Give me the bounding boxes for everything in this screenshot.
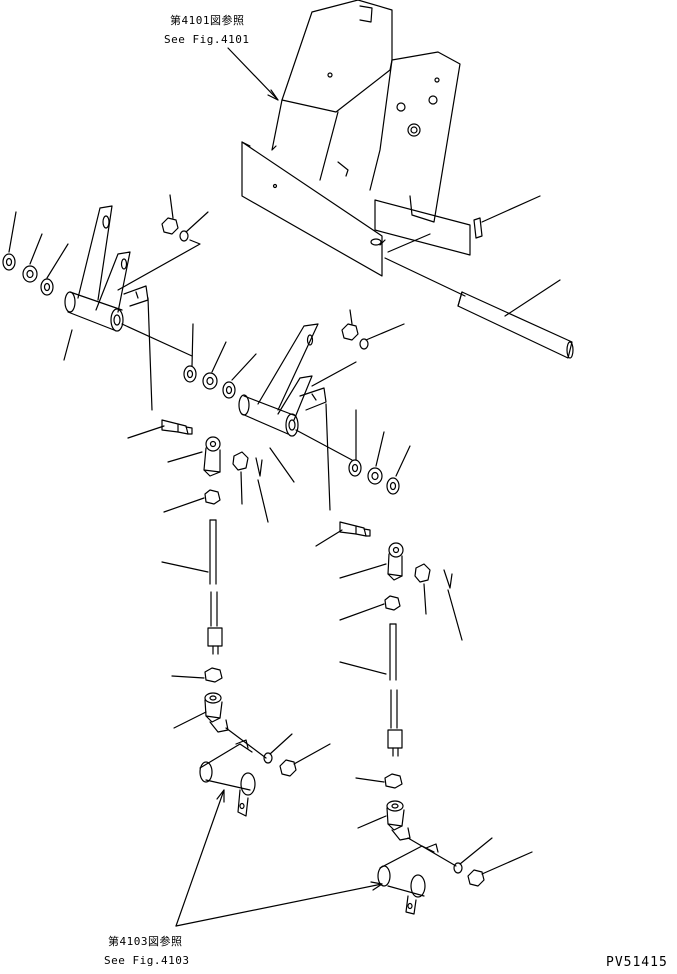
washers-right: [349, 410, 410, 494]
lever-left: [64, 206, 192, 410]
lower-lever-left: [200, 728, 330, 816]
fig4103-reference-en: See Fig.4103: [104, 954, 190, 967]
washers-middle: [184, 310, 404, 398]
fig4101-reference-en: See Fig.4101: [164, 33, 250, 46]
washers-left: [3, 195, 208, 295]
fig4103-reference-arrows: [176, 790, 382, 926]
console-bracket: [228, 0, 540, 276]
shaft-rod: [385, 258, 573, 358]
lever-right: [239, 324, 356, 510]
drawing-code: PV51415: [606, 955, 668, 970]
lower-lever-right: [378, 838, 532, 914]
linkage-right: [316, 522, 462, 840]
fig4103-reference-jp: 第4103図参照: [108, 935, 183, 948]
fig4101-reference-jp: 第4101図参照: [170, 14, 245, 27]
linkage-left: [128, 420, 268, 732]
